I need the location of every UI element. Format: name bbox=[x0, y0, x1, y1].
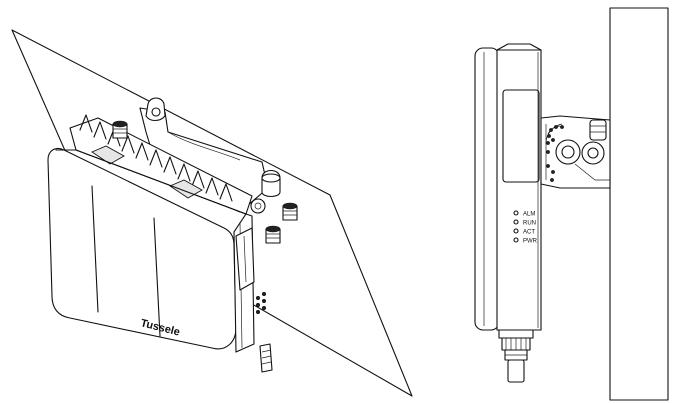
svg-text:RUN: RUN bbox=[523, 221, 536, 227]
side-display bbox=[502, 89, 540, 183]
side-led-1 bbox=[255, 295, 260, 300]
side-led-5 bbox=[255, 309, 260, 314]
wall-bracket bbox=[139, 97, 269, 213]
svg-text:ACT: ACT bbox=[523, 230, 535, 236]
side-led-3 bbox=[255, 302, 260, 307]
side-led-2 bbox=[261, 291, 266, 296]
indicator-alm: ALM bbox=[513, 210, 535, 218]
side-led-4 bbox=[261, 298, 266, 303]
side-view: ALM RUN ACT PWR bbox=[474, 7, 669, 401]
wall-section bbox=[609, 7, 669, 401]
bracket-bolt bbox=[250, 169, 281, 214]
indicator-pwr: PWR bbox=[513, 237, 538, 245]
indicator-act: ACT bbox=[513, 228, 535, 236]
perspective-view: Tussele bbox=[11, 29, 413, 397]
screw-right-upper bbox=[282, 202, 298, 221]
screw-left bbox=[112, 120, 128, 139]
device-lid bbox=[474, 47, 500, 331]
indicator-run: RUN bbox=[513, 219, 536, 227]
device-body: Tussele bbox=[47, 114, 273, 373]
mounting-bracket bbox=[540, 115, 611, 189]
cable-gland bbox=[498, 329, 534, 383]
side-led-6 bbox=[261, 305, 266, 310]
indicator-panel: ALM RUN ACT PWR bbox=[513, 210, 538, 245]
svg-text:PWR: PWR bbox=[523, 239, 538, 245]
screw-right-lower bbox=[265, 225, 281, 244]
svg-text:ALM: ALM bbox=[523, 212, 535, 218]
